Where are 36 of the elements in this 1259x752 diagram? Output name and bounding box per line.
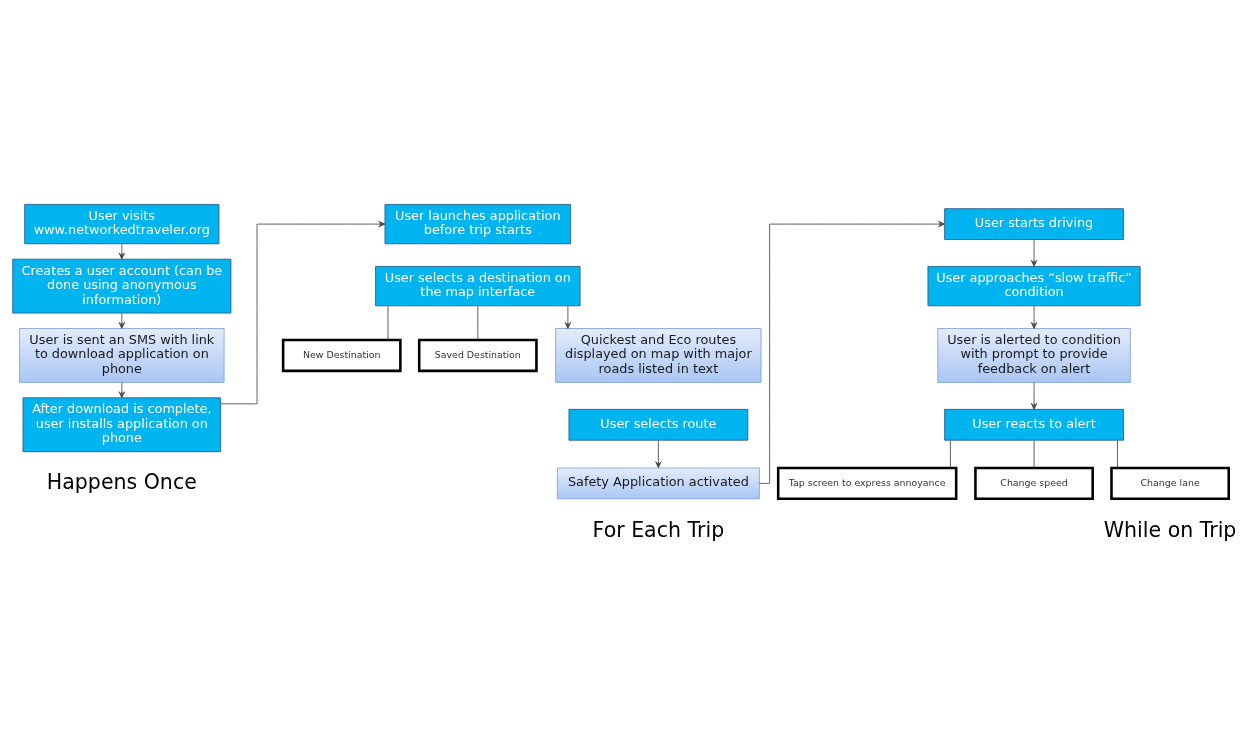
label: While on Trip: [1103, 517, 1237, 542]
connector: [949, 440, 951, 469]
node-box: Change lane: [1110, 466, 1231, 501]
node-box: Safety Application activated: [556, 467, 760, 500]
arrow: [118, 312, 125, 329]
arrow: [118, 382, 125, 399]
connector: [1033, 440, 1035, 469]
arrow: [1030, 305, 1038, 329]
arrow: [564, 305, 571, 329]
node-box: New Destination: [281, 338, 402, 373]
node-box: User is sent an SMS with link to download application on phone: [19, 328, 225, 383]
arrow: [655, 440, 662, 469]
node-box: Quickest and Eco routes displayed on map with major roads listed in text: [555, 328, 762, 383]
connector: [1117, 440, 1118, 469]
arrow: [1030, 239, 1038, 267]
arrow: [220, 221, 386, 405]
node-box: User launches application before trip starts: [384, 204, 572, 245]
arrow: [758, 221, 945, 484]
node-box: User starts driving: [944, 208, 1124, 240]
node-box: User selects a destination on the map interface: [375, 266, 581, 307]
node-box: User selects route: [568, 408, 749, 441]
node-box: User visits www.networkedtraveler.org: [24, 204, 220, 245]
node-box: User is alerted to condition with prompt to provide feedback on alert: [937, 328, 1131, 383]
node-box: Creates a user account (can be done using anonymous information): [12, 258, 232, 314]
node-box: Tap screen to express annoyance: [776, 466, 958, 501]
node-box: Saved Destination: [417, 338, 538, 373]
node-box: After download is complete, user installs application on phone: [22, 397, 222, 453]
arrow: [118, 243, 125, 260]
node-box: User reacts to alert: [944, 408, 1124, 441]
node-box: Change speed: [974, 466, 1094, 501]
label: For Each Trip: [592, 517, 725, 542]
connector: [477, 305, 479, 341]
connector: [387, 305, 389, 341]
label: Happens Once: [46, 469, 197, 494]
arrow: [1030, 382, 1038, 410]
node-box: User approaches “slow traffic” condition: [927, 266, 1141, 307]
